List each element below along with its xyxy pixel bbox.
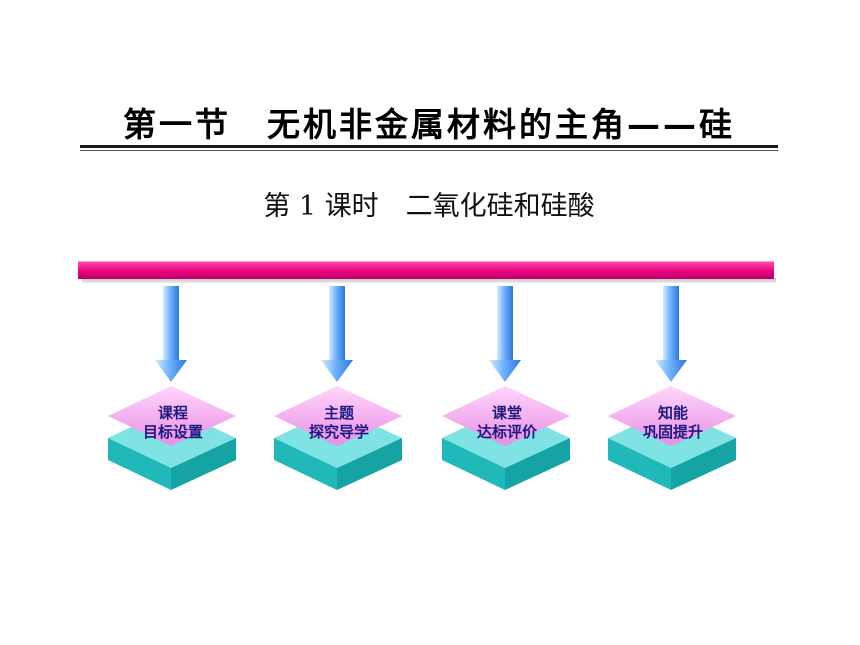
node-label-line1: 知能 [657,404,688,422]
platform-top [108,386,236,446]
node-label-line1: 主题 [323,404,354,422]
node-graphic [108,286,236,490]
node-label-line2: 探究导学 [308,423,369,441]
node-label-line2: 目标设置 [142,423,203,441]
node-graphic [608,286,736,490]
node-label-line2: 巩固提升 [642,423,703,441]
node-label-line1: 课堂 [491,404,522,422]
node-label-line1: 课程 [157,404,188,422]
title-underline [80,145,778,148]
node-label-line2: 达标评价 [476,423,537,441]
nav-node-consolidation[interactable]: 知能 巩固提升 [603,286,743,496]
bar-shadow [82,278,776,283]
nav-node-course-goals[interactable]: 课程 目标设置 [103,286,243,496]
lesson-subtitle: 第 1 课时 二氧化硅和硅酸 [263,191,595,222]
page-title: 第一节 无机非金属材料的主角——硅 [123,105,735,144]
nav-node-guided-inquiry[interactable]: 主题 探究导学 [269,286,409,496]
platform-top [608,386,736,446]
magenta-divider-bar [78,258,776,284]
down-arrow-icon [321,286,353,382]
platform-top [274,386,402,446]
node-graphic [274,286,402,490]
down-arrow-icon [489,286,521,382]
platform-top [442,386,570,446]
nav-node-class-assessment[interactable]: 课堂 达标评价 [437,286,577,496]
bar-fill [78,261,774,279]
down-arrow-icon [155,286,187,382]
down-arrow-icon [655,286,687,382]
title-underline-thin [80,150,778,151]
node-graphic [442,286,570,490]
